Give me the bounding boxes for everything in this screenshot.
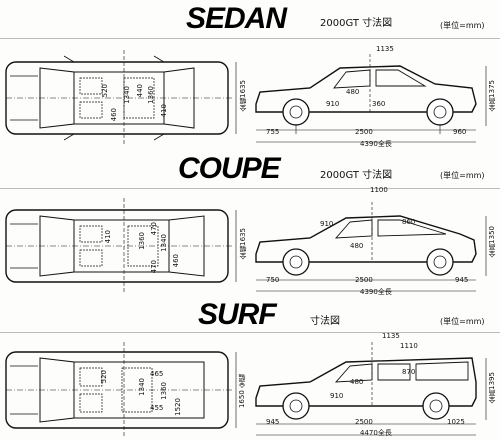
sedan-seat-b: 910 [326, 100, 340, 108]
coupe-front-overhang: 750 [266, 276, 280, 284]
coupe-side-view [255, 202, 487, 292]
sedan-title: SEDAN [186, 2, 287, 35]
sedan-height: 全高1375 [488, 80, 496, 112]
sedan-wheelbase: 2500 [355, 128, 373, 136]
sedan-rear-overhang: 960 [453, 128, 467, 136]
coupe-rule [0, 188, 500, 189]
coupe-int-c: 1360 [138, 232, 146, 250]
surf-roof-gap: 1135 [382, 332, 400, 340]
coupe-total-length: 4390全長 [360, 288, 392, 296]
surf-seat-b: 910 [330, 392, 344, 400]
sedan-total-length: 4390全長 [360, 140, 392, 148]
sedan-int-b: 1340 [123, 86, 131, 104]
surf-int-b: 465 [150, 370, 164, 378]
sedan-int-e: 410 [160, 104, 168, 118]
surf-subtitle: 寸法図 [310, 316, 340, 327]
sedan-unit: (単位=mm) [440, 21, 485, 30]
surf-int-c: 1340 [138, 378, 146, 396]
sedan-seat-a: 480 [346, 88, 360, 96]
surf-int-e: 1360 [160, 382, 168, 400]
surf-width: 1650 全幅 [238, 374, 246, 409]
surf-roof-gap2: 1110 [400, 342, 418, 350]
sedan-front-overhang: 755 [266, 128, 280, 136]
sedan-int-f: 460 [110, 108, 118, 122]
surf-rear-overhang: 1025 [447, 418, 465, 426]
surf-int-d: 455 [150, 404, 164, 412]
surf-rule [0, 332, 500, 333]
sedan-rule [0, 38, 500, 39]
sedan-side-view [255, 54, 487, 143]
coupe-seat-a: 910 [320, 220, 334, 228]
coupe-section: COUPE 2000GT 寸法図 (単位=mm) 410 470 1360 13… [0, 150, 500, 298]
coupe-int-d: 1340 [160, 234, 168, 252]
coupe-wheelbase: 2500 [355, 276, 373, 284]
surf-top-view [5, 342, 237, 438]
coupe-int-b: 470 [150, 222, 158, 236]
coupe-height: 全高1350 [488, 226, 496, 258]
sedan-subtitle: 2000GT 寸法図 [320, 18, 393, 29]
surf-int-a: 520 [100, 370, 108, 384]
sedan-int-c: 440 [136, 84, 144, 98]
surf-height: 全高1395 [488, 372, 496, 404]
coupe-seat-c: 480 [350, 242, 364, 250]
coupe-int-f: 460 [172, 254, 180, 268]
coupe-title: COUPE [178, 152, 281, 185]
surf-side-view [255, 342, 487, 436]
sedan-seat-c: 360 [372, 100, 386, 108]
surf-seat-a: 480 [350, 378, 364, 386]
surf-front-overhang: 945 [266, 418, 280, 426]
coupe-seat-b: 860 [402, 218, 416, 226]
coupe-roof-gap: 1100 [370, 186, 388, 194]
surf-title: SURF [198, 298, 277, 331]
surf-unit: (単位=mm) [440, 317, 485, 326]
sedan-top-view [5, 50, 237, 146]
coupe-width: 全幅1635 [239, 228, 247, 260]
coupe-int-e: 470 [150, 260, 158, 274]
coupe-top-view [5, 198, 237, 294]
coupe-int-a: 410 [104, 230, 112, 244]
sedan-roof-gap: 1135 [376, 45, 394, 53]
sedan-int-d: 1360 [147, 86, 155, 104]
surf-total-length: 4470全長 [360, 429, 392, 437]
sedan-width: 全幅1635 [239, 80, 247, 112]
sedan-int-a: 520 [101, 84, 109, 98]
surf-wheelbase: 2500 [355, 418, 373, 426]
coupe-unit: (単位=mm) [440, 171, 485, 180]
coupe-rear-overhang: 945 [455, 276, 469, 284]
surf-seat-c: 870 [402, 368, 416, 376]
sedan-section: SEDAN 2000GT 寸法図 (単位=mm) 520 1340 440 13… [0, 0, 500, 150]
surf-section: SURF 寸法図 (単位=mm) 520 465 1340 455 1360 1… [0, 298, 500, 441]
surf-int-f: 1520 [174, 398, 182, 416]
coupe-subtitle: 2000GT 寸法図 [320, 170, 393, 181]
